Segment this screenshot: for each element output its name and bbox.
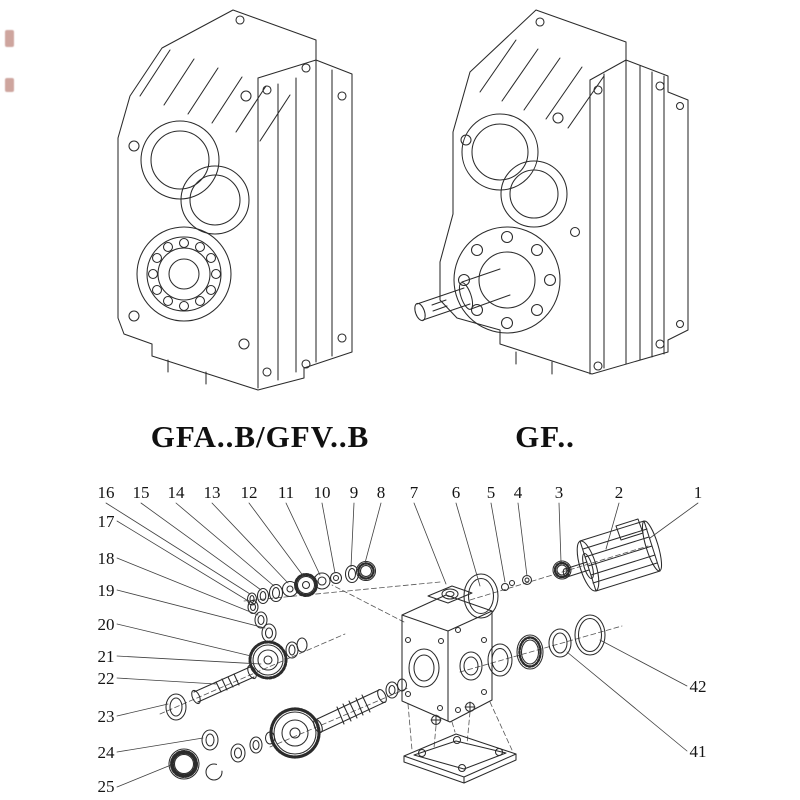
leader-lines	[105, 502, 699, 788]
callout-18: 18	[98, 549, 115, 568]
callout-25: 25	[98, 777, 115, 796]
edge-mark	[5, 30, 14, 47]
model-label-gf: GF..	[515, 419, 575, 454]
housing-outline	[439, 9, 689, 375]
gearbox-drawing-gf	[414, 9, 689, 375]
gearbox-drawing-gfab	[117, 9, 353, 391]
callout-17: 17	[98, 512, 116, 531]
hollow-shaft-hub	[136, 226, 232, 322]
bearing-rollers	[147, 237, 222, 312]
keyway	[431, 299, 448, 312]
callout-20: 20	[98, 615, 115, 634]
foot-notches	[167, 359, 207, 385]
callout-24: 24	[98, 743, 116, 762]
lower-bore	[180, 165, 250, 235]
bolt-holes	[460, 17, 685, 371]
callout-numbers: 16 15 14 13 12 11 10 9 8 7 6 5 4 3 2 1 1…	[98, 483, 707, 796]
upper-bore	[140, 120, 220, 200]
callout-2: 2	[615, 483, 624, 502]
side-face-edges	[589, 59, 627, 375]
callout-10: 10	[314, 483, 331, 502]
spline-ticks	[215, 673, 240, 693]
part-cover-plate	[403, 701, 517, 784]
callout-9: 9	[350, 483, 359, 502]
side-face-edges	[257, 59, 317, 389]
callout-12: 12	[241, 483, 258, 502]
top-rib-lines	[479, 39, 605, 129]
upper-bore	[461, 113, 539, 191]
bolt-holes	[128, 15, 347, 377]
callout-11: 11	[278, 483, 294, 502]
lower-bore	[500, 160, 568, 228]
callout-7: 7	[410, 483, 419, 502]
part-intermediate-gear-train	[165, 599, 308, 721]
part-housing	[401, 585, 493, 723]
side-rib-lines	[277, 69, 333, 381]
callout-41: 41	[690, 742, 707, 761]
part-output-rings	[487, 614, 606, 677]
callout-13: 13	[204, 483, 221, 502]
edge-mark	[5, 78, 14, 92]
callout-21: 21	[98, 647, 115, 666]
callout-42: 42	[690, 677, 707, 696]
product-drawings	[117, 9, 689, 391]
callout-22: 22	[98, 669, 115, 688]
callout-5: 5	[487, 483, 496, 502]
top-rib-lines	[139, 49, 291, 142]
flange-bolt-circle	[457, 230, 557, 330]
part-motor	[562, 518, 663, 592]
callout-23: 23	[98, 707, 115, 726]
callout-16: 16	[98, 483, 115, 502]
callout-1: 1	[694, 483, 703, 502]
callout-19: 19	[98, 581, 115, 600]
terminal-box	[615, 518, 644, 541]
pinion-teeth-ticks	[336, 694, 371, 725]
output-flange	[453, 226, 561, 334]
callout-15: 15	[133, 483, 150, 502]
assembly-axis-lines	[159, 545, 649, 751]
callout-4: 4	[514, 483, 523, 502]
exploded-view: 16 15 14 13 12 11 10 9 8 7 6 5 4 3 2 1 1…	[98, 483, 707, 796]
part-bearing-washers	[168, 729, 276, 781]
callout-8: 8	[377, 483, 386, 502]
model-label-gfab: GFA..B/GFV..B	[150, 419, 370, 454]
part-gasket-bolts-bearing	[463, 560, 572, 619]
callout-3: 3	[555, 483, 564, 502]
foot-notches	[515, 351, 553, 375]
housing-outline	[117, 9, 353, 391]
part-output-gear-shaft	[269, 678, 408, 759]
callout-14: 14	[168, 483, 186, 502]
side-rib-lines	[603, 65, 665, 369]
output-shaft	[414, 268, 511, 322]
part-input-chain	[246, 560, 377, 606]
callout-6: 6	[452, 483, 461, 502]
motor-fins	[582, 528, 658, 584]
